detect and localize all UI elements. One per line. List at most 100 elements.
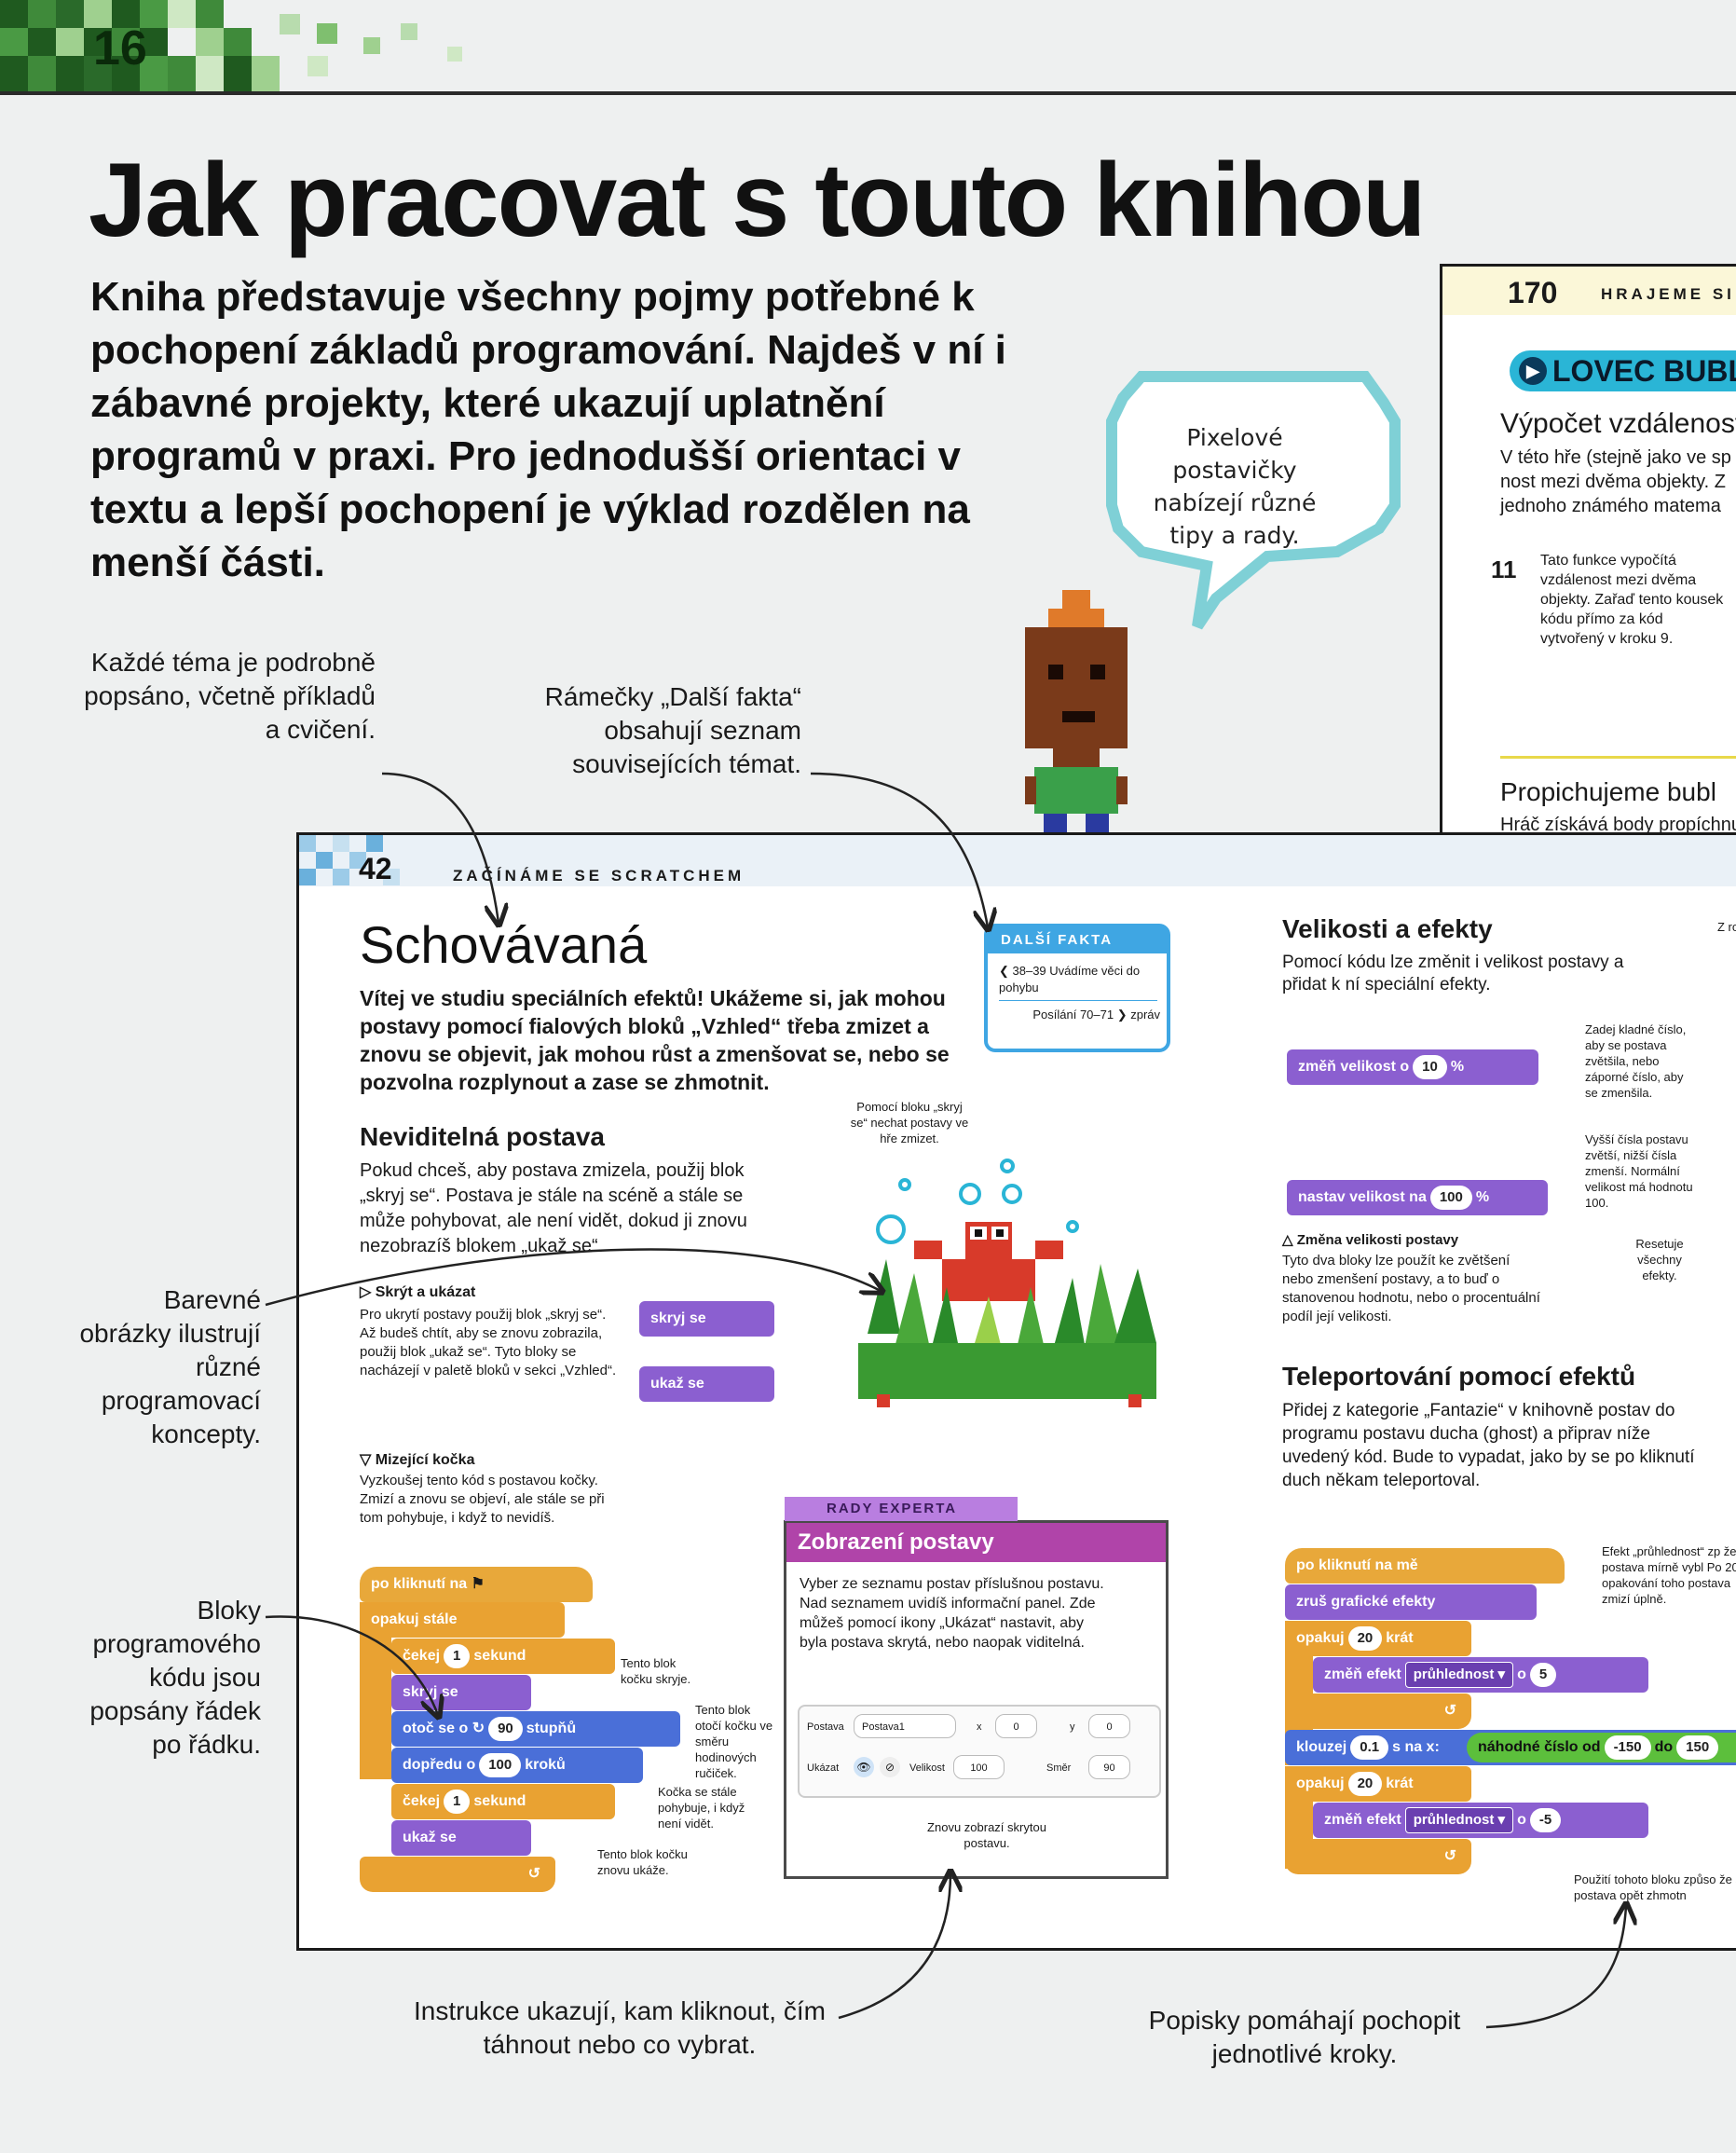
forever-block: opakuj stále: [360, 1602, 565, 1638]
size-label: Velikost: [909, 1762, 945, 1774]
block-label: s na x:: [1392, 1739, 1440, 1755]
header-rule: [0, 91, 1736, 95]
subheading: Velikosti a efekty: [1282, 914, 1493, 943]
number-slot: 5: [1529, 1663, 1557, 1687]
callout-topic: Každé téma je podrobně popsáno, včetně p…: [84, 648, 376, 744]
sprite-name-field[interactable]: Postava1: [854, 1714, 956, 1738]
number-slot: 150: [1676, 1735, 1719, 1760]
expert-tab: RADY EXPERTA: [785, 1497, 1018, 1521]
effect-dropdown: průhlednost ▾: [1404, 1662, 1514, 1688]
sprite-label: Postava: [807, 1721, 844, 1733]
block-label: kroků: [525, 1757, 566, 1773]
divider: [999, 1000, 1157, 1001]
block-label: sekund: [473, 1648, 526, 1664]
block-label: po kliknutí na: [371, 1576, 468, 1592]
block-label: změň efekt: [1324, 1812, 1401, 1828]
callout-code: Bloky programového kódu jsou popsány řád…: [89, 1596, 261, 1759]
size-field[interactable]: 100: [953, 1755, 1005, 1779]
speech-bubble: [1106, 371, 1401, 630]
number-slot: 20: [1347, 1772, 1383, 1796]
mini-text: Tyto dva bloky lze použít ke zvětšení ne…: [1282, 1253, 1540, 1324]
block-label: změň efekt: [1324, 1666, 1401, 1682]
chevron-down-icon: ▾: [1497, 1812, 1506, 1828]
expert-text: Vyber ze seznamu postav příslušnou posta…: [800, 1576, 1104, 1651]
block-tip: Tento blok kočku skryje.: [621, 1656, 691, 1686]
hide-block: skryj se: [639, 1301, 774, 1337]
expert-tips-box: RADY EXPERTA Zobrazení postavy Vyber ze …: [784, 1497, 1169, 1879]
block-label: čekej: [403, 1793, 441, 1809]
pixel-character: [1025, 590, 1128, 832]
callout-images: Barevné obrázky ilustrují různé programo…: [79, 1285, 261, 1448]
expert-note: Znovu zobrazí skrytou postavu.: [927, 1820, 1046, 1850]
callout-more-facts: Rámečky „Další fakta“ obsahují seznam so…: [544, 682, 801, 778]
loop-end-block: ↺: [360, 1857, 555, 1892]
dropdown-value: průhlednost: [1413, 1666, 1495, 1682]
mini-text: Vyzkoušej tento kód s postavou kočky. Zm…: [360, 1473, 605, 1526]
chevron-right-icon: ▶: [1519, 357, 1547, 385]
block-label: krát: [1386, 1776, 1414, 1791]
dropdown-value: průhlednost: [1413, 1812, 1495, 1828]
subheading-text: Přidej z kategorie „Fantazie“ v knihovně…: [1282, 1401, 1695, 1490]
mini-text: Pro ukrytí postavy použij blok „skryj se…: [360, 1307, 617, 1378]
mini-heading: △ Změna velikosti postavy: [1282, 1232, 1459, 1248]
block-tip: Vyšší čísla postavu zvětší, nižší čísla …: [1585, 1132, 1693, 1210]
loop-arrow-icon: ↺: [527, 1866, 540, 1882]
page-number: 170: [1508, 276, 1558, 309]
show-block: ukaž se: [639, 1366, 774, 1402]
when-flag-block: po kliknutí na ⚑: [360, 1567, 593, 1602]
eye-slash-icon[interactable]: ⊘: [880, 1757, 900, 1777]
block-label: dopředu o: [403, 1757, 476, 1773]
direction-field[interactable]: 90: [1088, 1755, 1130, 1779]
number-slot: 100: [1429, 1186, 1472, 1210]
number-slot: 10: [1413, 1055, 1447, 1079]
effect-dropdown: průhlednost ▾: [1404, 1807, 1514, 1833]
y-field[interactable]: 0: [1088, 1714, 1130, 1738]
loop-end-block: ↺: [1285, 1839, 1471, 1874]
block-label: do: [1654, 1739, 1674, 1755]
subheading-text: Pomocí kódu lze změnit i velikost postav…: [1282, 953, 1624, 994]
direction-label: Směr: [1046, 1762, 1072, 1774]
block-tip: Kočka se stále pohybuje, i když není vid…: [658, 1785, 745, 1831]
divider: [1500, 756, 1736, 759]
page-header-band: [1442, 267, 1736, 315]
more-facts-item: ❮ 38–39 Uvádíme věci do pohybu: [999, 964, 1141, 994]
more-facts-header: DALŠÍ FAKTA: [988, 927, 1167, 953]
more-facts-box: DALŠÍ FAKTA ❮ 38–39 Uvádíme věci do pohy…: [984, 924, 1170, 1052]
hide-block: skryj se: [391, 1675, 531, 1710]
block-label: nastav velikost na: [1298, 1189, 1427, 1205]
block-tip: Efekt „průhlednost“ zp že postava mírně …: [1602, 1544, 1736, 1606]
callout-labels: Popisky pomáhají pochopit jednotlivé kro…: [1148, 2006, 1461, 2068]
block-label: změň velikost o: [1298, 1059, 1410, 1075]
number-slot: -150: [1604, 1735, 1651, 1760]
subheading: Neviditelná postava: [360, 1122, 605, 1151]
block-label: opakuj: [1296, 1776, 1345, 1791]
show-label: Ukázat: [807, 1762, 840, 1774]
loop-end-block: ↺: [1285, 1694, 1471, 1729]
pixel-header-decoration: [0, 0, 462, 91]
eye-icon[interactable]: 👁: [854, 1757, 874, 1777]
when-clicked-block: po kliknutí na mě: [1285, 1548, 1565, 1584]
block-label: krát: [1386, 1630, 1414, 1646]
clear-effects-block: zruš grafické efekty: [1285, 1584, 1537, 1620]
topic-title: Schovávaná: [360, 915, 648, 974]
page-header-band: [299, 835, 1736, 886]
project-title: LOVEC BUBLIN: [1552, 354, 1736, 388]
sprite-info-panel: Postava Postava1 x 0 y 0 Ukázat 👁 ⊘ Veli…: [798, 1705, 1161, 1798]
number-slot: 1: [444, 1790, 471, 1814]
x-label: x: [977, 1721, 982, 1733]
speech-bubble-text: Pixelové postavičky nabízejí různé tipy …: [1153, 424, 1317, 549]
text-line: V této hře (stejně jako ve sp: [1500, 447, 1731, 468]
section-heading: Výpočet vzdálenost: [1500, 408, 1736, 439]
more-facts-item: Posílání 70–71 ❯ zpráv: [1032, 1008, 1160, 1022]
mini-heading: ▽ Mizející kočka: [360, 1452, 475, 1468]
x-field[interactable]: 0: [995, 1714, 1037, 1738]
